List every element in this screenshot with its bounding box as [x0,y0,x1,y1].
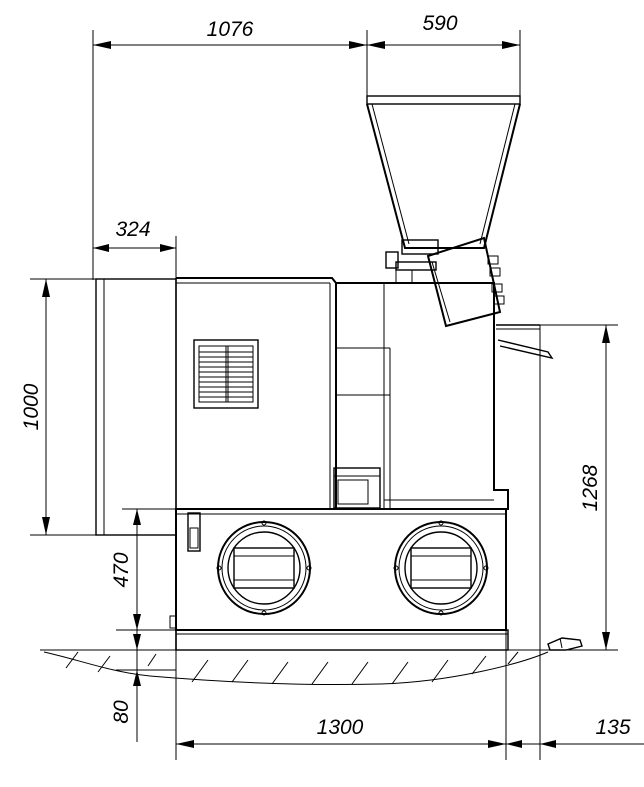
machine [95,95,583,651]
floor-connector [547,637,583,651]
outlet-chute [496,324,554,360]
ground-hatching [65,651,519,685]
ground [40,649,590,686]
hopper-support [385,251,437,283]
dimension-1000: 1000 [20,278,96,536]
dimension-80: 80 [110,630,176,742]
dimension-1076: 1076 [92,18,368,280]
porthole-right [393,520,489,616]
upper-housing [176,277,337,508]
dimension-1300: 1300 [175,630,507,760]
dim-label-470: 470 [110,552,133,587]
dosing-unit [426,236,505,328]
dimension-1268: 1268 [520,324,618,651]
hopper [366,95,521,255]
control-box [333,467,381,509]
dim-label-590: 590 [422,12,457,35]
dimension-470: 470 [110,508,176,631]
dim-label-80: 80 [110,700,133,724]
vent-grille [193,339,259,409]
right-housing [336,282,509,510]
dimension-135: 135 [506,325,644,760]
porthole-left [216,520,312,616]
dim-label-1268: 1268 [579,464,602,511]
dimension-590: 590 [367,12,521,96]
dim-label-1076: 1076 [207,18,254,41]
dim-label-324: 324 [115,218,150,241]
lower-body [169,508,509,651]
front-panel [95,278,177,536]
dim-label-135: 135 [595,716,630,739]
dim-label-1000: 1000 [20,383,43,430]
dim-label-1300: 1300 [317,716,364,739]
dimension-324: 324 [93,218,177,280]
